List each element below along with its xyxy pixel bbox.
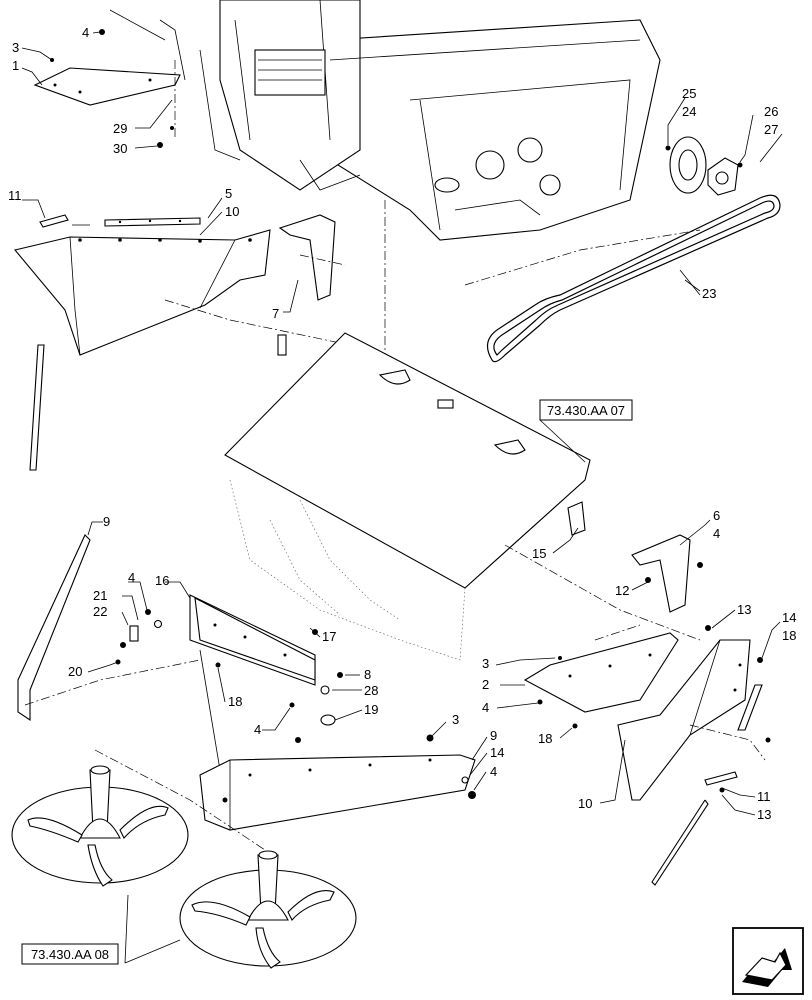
part-9-lower-plate [199, 754, 476, 831]
callout-13: 13 [757, 807, 771, 822]
callout-11: 11 [8, 188, 22, 203]
callout-28: 28 [364, 683, 378, 698]
callout-24: 24 [682, 104, 696, 119]
part-10-left-panel [14, 229, 271, 356]
callout-4: 4 [82, 25, 89, 40]
callout-19: 19 [364, 702, 378, 717]
callout-4: 4 [490, 764, 497, 779]
part-11-strip-right [704, 771, 738, 786]
callout-18: 18 [228, 694, 242, 709]
center-cover [224, 332, 591, 589]
internal-housing-outline [229, 479, 466, 661]
callout-10: 10 [578, 796, 592, 811]
callout-30: 30 [113, 141, 127, 156]
part-27-bearing [707, 157, 739, 196]
callout-27: 27 [764, 122, 778, 137]
callout-12: 12 [615, 583, 629, 598]
long-rod [651, 799, 709, 886]
callout-4: 4 [254, 722, 261, 737]
callout-10: 10 [225, 204, 239, 219]
callout-13: 13 [737, 602, 751, 617]
callout-25: 25 [682, 86, 696, 101]
reference-label-upper: 73.430.AA 07 [547, 403, 625, 418]
callout-9: 9 [490, 728, 497, 743]
right-seal-strip [737, 684, 763, 731]
callout-21: 21 [93, 588, 107, 603]
part-16-deflector [189, 594, 316, 686]
reference-label-lower: 73.430.AA 08 [31, 947, 109, 962]
part-2-plate [523, 632, 679, 713]
callout-8: 8 [364, 667, 371, 682]
callout-4: 4 [482, 700, 489, 715]
callout-3: 3 [482, 656, 489, 671]
callout-6: 6 [713, 508, 720, 523]
part-10-right-panel [617, 639, 751, 801]
callout-17: 17 [322, 629, 336, 644]
callout-4: 4 [713, 526, 720, 541]
callout-22: 22 [93, 604, 107, 619]
callout-5: 5 [225, 186, 232, 201]
part-23-belt [486, 194, 781, 363]
spreader-disc-left [11, 765, 189, 887]
reference-box-lower[interactable]: 73.430.AA 08 [21, 943, 119, 965]
left-seal-strip [29, 344, 45, 471]
part-11-strip-left [39, 214, 69, 228]
part-15-clip [567, 501, 586, 536]
part-5-strip [104, 217, 201, 227]
callout-3: 3 [452, 712, 459, 727]
part-24-pulley [669, 136, 707, 194]
callout-15: 15 [532, 546, 546, 561]
part-7-bracket [278, 214, 336, 301]
callout-18: 18 [538, 731, 552, 746]
callout-11: 11 [757, 789, 771, 804]
callout-1: 1 [12, 58, 19, 73]
callout-14: 14 [782, 610, 796, 625]
callout-18: 18 [782, 628, 796, 643]
callout-9: 9 [103, 514, 110, 529]
callout-7: 7 [272, 306, 279, 321]
callout-23: 23 [702, 286, 716, 301]
next-page-arrow-icon[interactable] [732, 927, 804, 995]
callout-3: 3 [12, 40, 19, 55]
callout-labels: 3 1 4 29 30 11 5 10 7 25 24 26 27 23 15 … [8, 25, 796, 822]
part-9-left-flap [17, 534, 91, 722]
callout-26: 26 [764, 104, 778, 119]
callout-leaders [21, 31, 783, 964]
reference-box-upper[interactable]: 73.430.AA 07 [539, 399, 633, 421]
callout-20: 20 [68, 664, 82, 679]
callout-4: 4 [128, 570, 135, 585]
callout-2: 2 [482, 677, 489, 692]
fasteners [50, 29, 771, 803]
callout-16: 16 [155, 573, 169, 588]
part-1-plate [33, 67, 181, 106]
spreader-disc-right [179, 850, 357, 969]
part-6-bracket [631, 534, 691, 613]
callout-14: 14 [490, 745, 504, 760]
callout-29: 29 [113, 121, 127, 136]
machine-frame [109, 0, 661, 241]
